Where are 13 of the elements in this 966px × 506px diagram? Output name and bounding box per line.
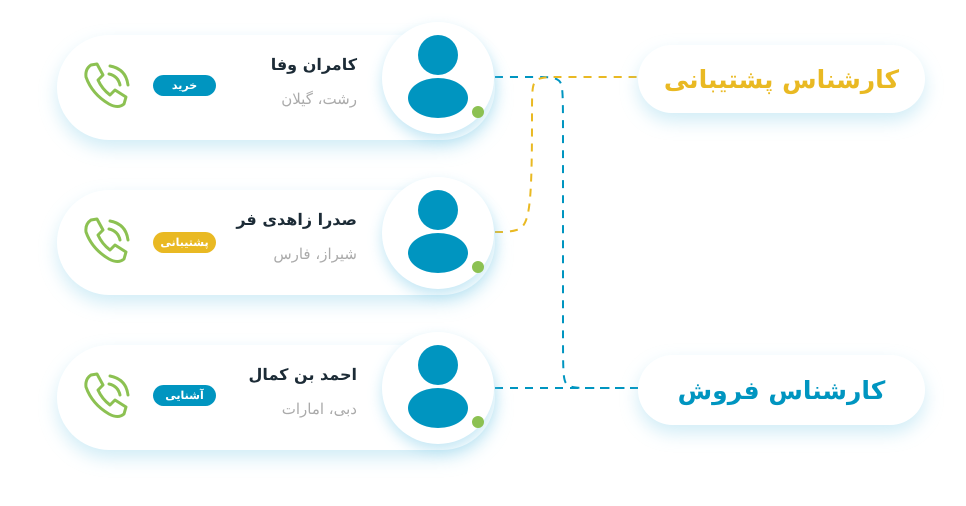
contact-name: صدرا زاهدی فر: [236, 210, 357, 229]
contact-name: کامران وفا: [270, 55, 357, 74]
connector-line: [495, 387, 638, 389]
contact-name: احمد بن کمال: [248, 365, 357, 384]
tag-label: آشنایی: [153, 385, 216, 406]
contact-location: شیراز، فارس: [273, 245, 357, 263]
role-title: کارشناس پشتیبانی: [664, 64, 900, 94]
connector-line: [495, 76, 638, 233]
contact-location: دبی، امارات: [282, 400, 357, 418]
contact-location: رشت، گیلان: [281, 90, 357, 108]
tag-label: خرید: [153, 75, 216, 96]
tag-label: پشتیبانی: [153, 232, 216, 253]
role-title: کارشناس فروش: [678, 376, 886, 404]
